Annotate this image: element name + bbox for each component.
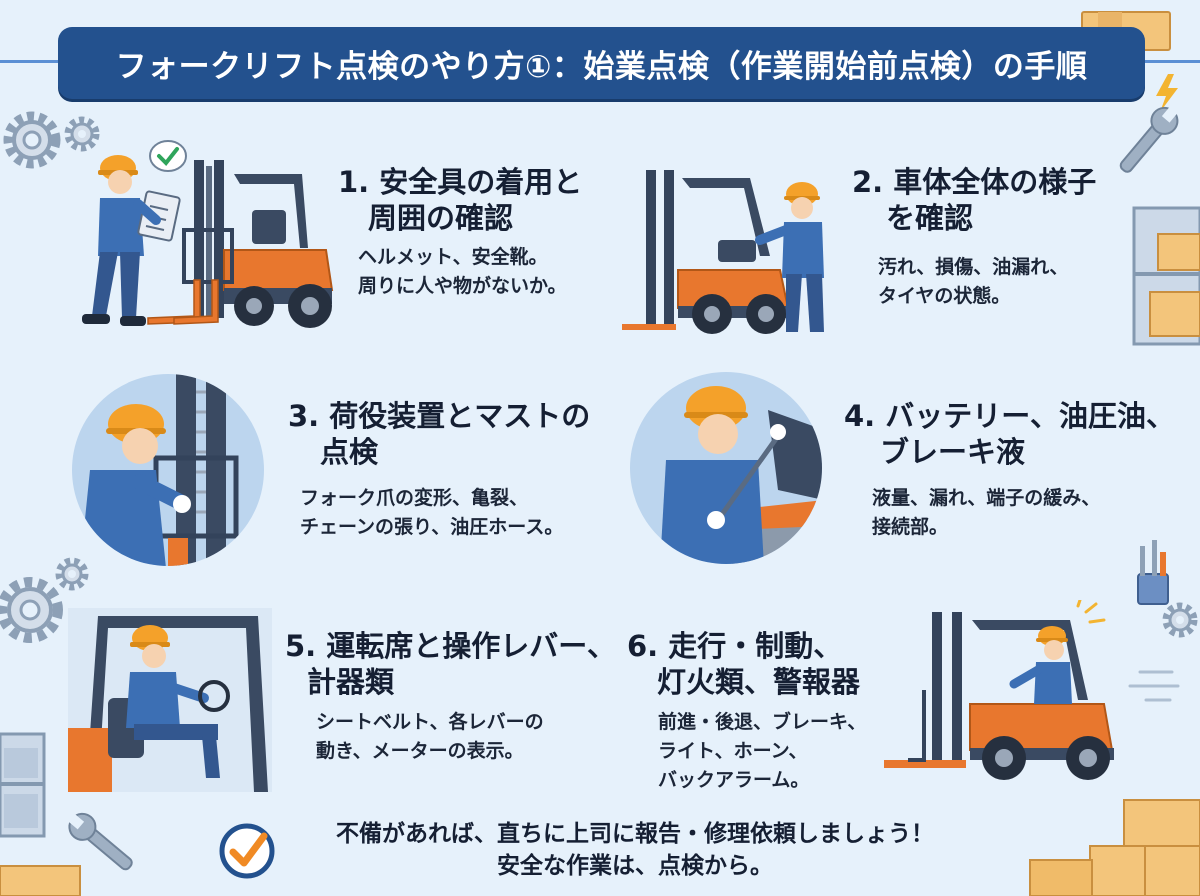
worker-icon: [755, 182, 824, 332]
shelf-icon: [0, 732, 46, 838]
footer-text: 不備があれば、直ちに上司に報告・修理依頼しましょう！ 安全な作業は、点検から。: [282, 818, 988, 882]
step-2-title: 2. 車体全体の様子 を確認: [852, 165, 1097, 235]
lightning-icon: [1156, 74, 1178, 112]
forklift-icon: [147, 160, 334, 328]
page-title: フォークリフト点検のやり方①：始業点検（作業開始前点検）の手順: [115, 48, 1088, 85]
shelf-icon: [1132, 206, 1200, 346]
step-1-illustration: [82, 140, 334, 328]
gear-icon: [1162, 602, 1198, 638]
step-5-title: 5. 運転席と操作レバー、 計器類: [285, 629, 617, 699]
step-4-description: 液量、漏れ、端子の緩み、 接続部。: [872, 487, 1101, 538]
wrench-icon: [66, 812, 133, 871]
step-3-description: フォーク爪の変形、亀裂、 チェーンの張り、油圧ホース。: [300, 487, 564, 538]
motion-lines: [1128, 670, 1180, 702]
tool-cup-icon: [1137, 540, 1169, 605]
check-circle-icon: [219, 823, 275, 879]
step-2-illustration: [622, 170, 824, 334]
step-2-description: 汚れ、損傷、油漏れ、 タイヤの状態。: [878, 256, 1069, 307]
step-6-description: 前進・後退、ブレーキ、 ライト、ホーン、 バックアラーム。: [658, 711, 867, 791]
step-4-illustration: [630, 372, 822, 564]
forklift-icon: [622, 170, 790, 334]
step-4-title: 4. バッテリー、油圧油、 ブレーキ液: [844, 399, 1176, 469]
step-1-description: ヘルメット、安全靴。 周りに人や物がないか。: [358, 246, 567, 297]
box-stack-icon: [1029, 799, 1200, 896]
alarm-spark-icon: [1076, 600, 1106, 624]
step-3-illustration: [72, 374, 264, 566]
gear-icon: [0, 577, 63, 643]
gear-icon: [3, 111, 61, 169]
step-3-title: 3. 荷役装置とマストの 点検: [288, 399, 591, 469]
step-6-title: 6. 走行・制動、 灯火類、警報器: [627, 629, 861, 699]
worker-icon: [82, 155, 181, 326]
step-6-illustration: [884, 600, 1114, 780]
footer-line-2: 安全な作業は、点検から。: [497, 853, 773, 879]
worker-icon: [1009, 626, 1072, 704]
step-5-description: シートベルト、各レバーの 動き、メーターの表示。: [316, 711, 544, 762]
footer-line-1: 不備があれば、直ちに上司に報告・修理依頼しましょう！: [336, 821, 934, 847]
gear-icon: [64, 116, 100, 152]
footer-message: 不備があれば、直ちに上司に報告・修理依頼しましょう！ 安全な作業は、点検から。: [218, 818, 988, 884]
wrench-icon: [1119, 105, 1179, 173]
title-banner: フォークリフト点検のやり方①：始業点検（作業開始前点検）の手順: [58, 27, 1145, 99]
check-bubble-icon: [149, 140, 187, 172]
forklift-icon: [884, 612, 1114, 780]
step-1-title: 1. 安全具の着用と 周囲の確認: [338, 165, 583, 235]
gear-icon: [55, 557, 89, 591]
step-5-illustration: [68, 608, 272, 792]
box-icon: [0, 865, 81, 896]
